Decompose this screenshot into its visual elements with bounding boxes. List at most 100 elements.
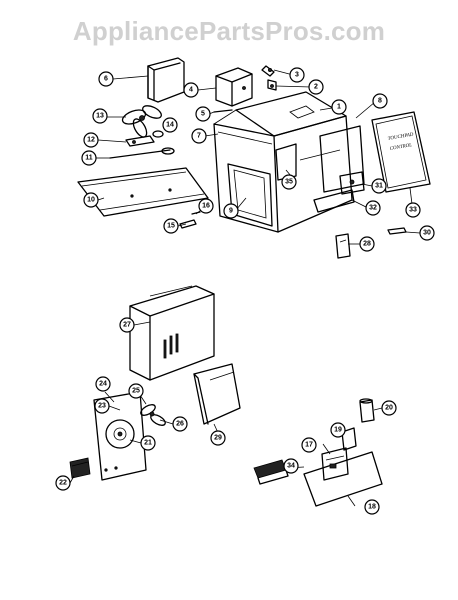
- oven-cavity-assembly: [213, 91, 365, 233]
- callout-21: 21: [140, 435, 156, 451]
- callout-16: 16: [198, 198, 214, 214]
- part-1-top-panel: [235, 91, 347, 137]
- callout-26: 26: [172, 416, 188, 432]
- svg-text:13: 13: [96, 113, 104, 120]
- svg-text:31: 31: [375, 183, 383, 190]
- svg-text:25: 25: [132, 388, 140, 395]
- part-3-fitting: [261, 65, 275, 77]
- svg-text:5: 5: [201, 111, 205, 118]
- svg-text:27: 27: [123, 322, 131, 329]
- callout-25: 25: [128, 383, 144, 399]
- part-18-base-plate: [303, 451, 383, 507]
- svg-text:35: 35: [285, 179, 293, 186]
- panel-label-2: CONTROL: [389, 143, 412, 152]
- part-13-fan-blade: [121, 105, 162, 138]
- callout-30: 30: [419, 225, 435, 241]
- svg-text:28: 28: [363, 241, 371, 248]
- svg-text:34: 34: [287, 463, 295, 470]
- part-30-clip: [387, 227, 407, 235]
- callout-8: 8: [372, 93, 388, 109]
- svg-text:10: 10: [87, 197, 95, 204]
- part-9-cavity: [227, 163, 273, 227]
- part-35-vent: [275, 143, 297, 181]
- svg-text:30: 30: [423, 230, 431, 237]
- svg-text:18: 18: [368, 504, 376, 511]
- svg-text:21: 21: [144, 440, 152, 447]
- svg-text:29: 29: [214, 435, 222, 442]
- part-33-touchpad-panel: TOUCHPAD CONTROL: [371, 111, 431, 193]
- callout-33: 33: [405, 202, 421, 218]
- callout-28: 28: [359, 236, 375, 252]
- callout-4: 4: [183, 82, 199, 98]
- callout-13: 13: [92, 108, 108, 124]
- part-17-transformer: [321, 447, 349, 481]
- callouts: 1 2 3 4 5 6 7 8 9 10 11 12 13 14 15 16 1…: [55, 67, 435, 515]
- part-31-module: [339, 171, 365, 195]
- part-4-box-bracket: [215, 67, 253, 107]
- svg-text:19: 19: [334, 427, 342, 434]
- svg-text:23: 23: [98, 403, 106, 410]
- part-22-capacitor: [69, 457, 91, 479]
- callout-27: 27: [119, 317, 135, 333]
- callout-11: 11: [81, 150, 97, 166]
- part-8-control-plate: [319, 125, 365, 193]
- callout-2: 2: [308, 79, 324, 95]
- part-2-fitting: [267, 79, 277, 91]
- leader-lines: [69, 69, 421, 507]
- callout-23: 23: [94, 398, 110, 414]
- callout-5: 5: [195, 106, 211, 122]
- callout-1: 1: [331, 99, 347, 115]
- callout-31: 31: [371, 178, 387, 194]
- callout-32: 32: [365, 200, 381, 216]
- part-5-screw: [213, 109, 233, 113]
- svg-text:3: 3: [295, 72, 299, 79]
- callout-14: 14: [162, 117, 178, 133]
- callout-22: 22: [55, 475, 71, 491]
- svg-text:17: 17: [305, 442, 313, 449]
- svg-text:26: 26: [176, 421, 184, 428]
- svg-text:33: 33: [409, 207, 417, 214]
- part-34-diode-block: [253, 459, 289, 485]
- part-29-side-panel: [193, 363, 241, 425]
- svg-text:11: 11: [85, 155, 93, 162]
- part-19-capacitor: [341, 427, 357, 451]
- part-28-switch: [335, 233, 351, 259]
- svg-text:6: 6: [104, 76, 108, 83]
- svg-text:12: 12: [87, 137, 95, 144]
- part-20-can: [359, 398, 375, 423]
- callout-12: 12: [83, 132, 99, 148]
- callout-15: 15: [163, 218, 179, 234]
- svg-text:2: 2: [314, 84, 318, 91]
- svg-text:7: 7: [197, 133, 201, 140]
- part-15-clip: [179, 219, 197, 229]
- svg-text:1: 1: [337, 104, 341, 111]
- svg-text:9: 9: [229, 208, 233, 215]
- part-12-motor: [125, 135, 155, 147]
- callout-35: 35: [281, 174, 297, 190]
- part-10-base-plate: [77, 167, 209, 217]
- part-21-fan-housing: [93, 391, 147, 481]
- callout-20: 20: [381, 400, 397, 416]
- svg-text:24: 24: [99, 381, 107, 388]
- part-11-rod: [109, 147, 175, 159]
- panel-label-1: TOUCHPAD: [387, 132, 414, 141]
- callout-17: 17: [301, 437, 317, 453]
- svg-text:14: 14: [166, 122, 174, 129]
- part-27-cabinet: [129, 285, 215, 381]
- callout-18: 18: [364, 499, 380, 515]
- callout-10: 10: [83, 192, 99, 208]
- part-26-fan-blade: [140, 404, 166, 426]
- svg-text:20: 20: [385, 405, 393, 412]
- part-7-front-frame: [213, 123, 279, 233]
- callout-29: 29: [210, 430, 226, 446]
- svg-text:15: 15: [167, 223, 175, 230]
- part-32-bracket: [313, 189, 355, 213]
- callout-34: 34: [283, 458, 299, 474]
- callout-6: 6: [98, 71, 114, 87]
- callout-19: 19: [330, 422, 346, 438]
- callout-9: 9: [223, 203, 239, 219]
- watermark-text: AppliancePartsPros.com: [73, 16, 385, 46]
- svg-text:4: 4: [189, 87, 193, 94]
- svg-text:32: 32: [369, 205, 377, 212]
